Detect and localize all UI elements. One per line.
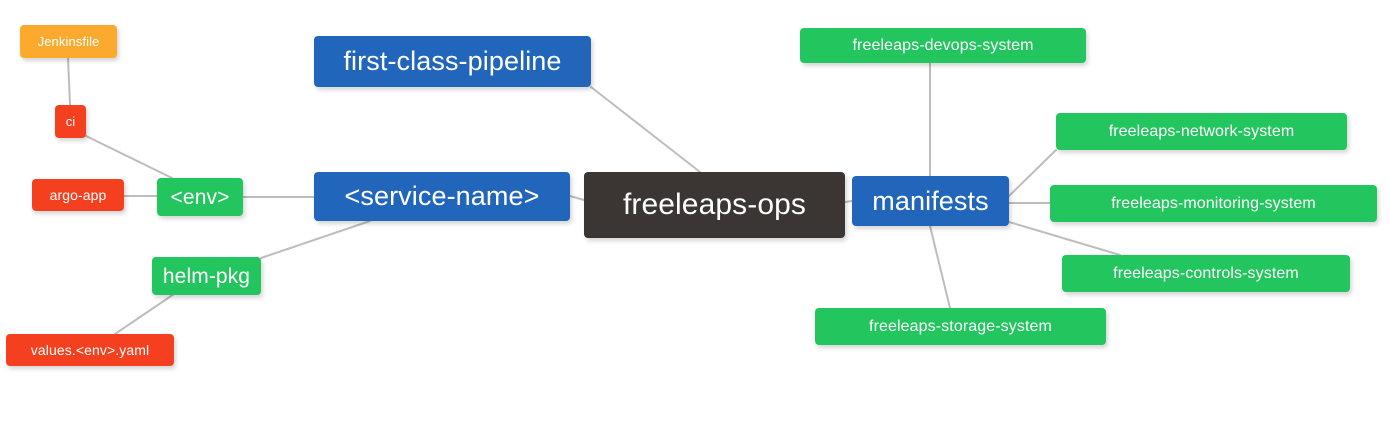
- node-values-env-yaml[interactable]: values.<env>.yaml: [6, 334, 174, 366]
- node-label: freeleaps-ops: [622, 188, 807, 221]
- edge-manifests-to-freeleaps-network-system: [1008, 149, 1057, 197]
- node-label: ci: [65, 114, 76, 129]
- node-env[interactable]: <env>: [157, 178, 243, 216]
- node-label: helm-pkg: [162, 264, 251, 288]
- edge-ci-to-env: [83, 134, 173, 179]
- node-label: values.<env>.yaml: [30, 342, 150, 358]
- node-freeleaps-ops[interactable]: freeleaps-ops: [584, 172, 845, 238]
- edge-service-name-to-freeleaps-ops: [569, 195, 585, 201]
- node-manifests[interactable]: manifests: [852, 176, 1009, 226]
- edge-manifests-to-freeleaps-controls-system: [1008, 221, 1121, 256]
- edge-first-class-pipeline-to-freeleaps-ops: [590, 86, 701, 173]
- edge-helm-pkg-to-values-env-yaml: [114, 293, 175, 335]
- node-label: freeleaps-network-system: [1108, 122, 1295, 140]
- node-label: <env>: [170, 185, 230, 209]
- node-label: <service-name>: [344, 181, 540, 211]
- node-freeleaps-devops-system[interactable]: freeleaps-devops-system: [800, 28, 1086, 63]
- node-label: freeleaps-devops-system: [852, 36, 1034, 54]
- node-label: first-class-pipeline: [343, 46, 562, 76]
- node-service-name[interactable]: <service-name>: [314, 172, 570, 221]
- edge-freeleaps-ops-to-manifests: [844, 200, 853, 203]
- node-label: freeleaps-monitoring-system: [1111, 194, 1316, 212]
- node-argo-app[interactable]: argo-app: [32, 179, 124, 211]
- edge-service-name-to-helm-pkg: [260, 220, 371, 259]
- node-label: argo-app: [49, 187, 107, 203]
- node-freeleaps-network-system[interactable]: freeleaps-network-system: [1056, 113, 1347, 150]
- edge-jenkinsfile-to-ci: [67, 57, 71, 106]
- node-freeleaps-monitoring-system[interactable]: freeleaps-monitoring-system: [1050, 185, 1377, 222]
- edge-manifests-to-freeleaps-storage-system: [929, 225, 951, 309]
- node-ci[interactable]: ci: [55, 105, 86, 138]
- node-freeleaps-controls-system[interactable]: freeleaps-controls-system: [1062, 255, 1350, 292]
- node-label: freeleaps-storage-system: [869, 317, 1052, 335]
- node-first-class-pipeline[interactable]: first-class-pipeline: [314, 36, 591, 87]
- node-jenkinsfile[interactable]: Jenkinsfile: [20, 25, 117, 58]
- node-helm-pkg[interactable]: helm-pkg: [152, 257, 261, 295]
- node-freeleaps-storage-system[interactable]: freeleaps-storage-system: [815, 308, 1106, 345]
- node-label: freeleaps-controls-system: [1113, 264, 1299, 282]
- node-label: Jenkinsfile: [37, 34, 100, 49]
- node-label: manifests: [872, 185, 989, 216]
